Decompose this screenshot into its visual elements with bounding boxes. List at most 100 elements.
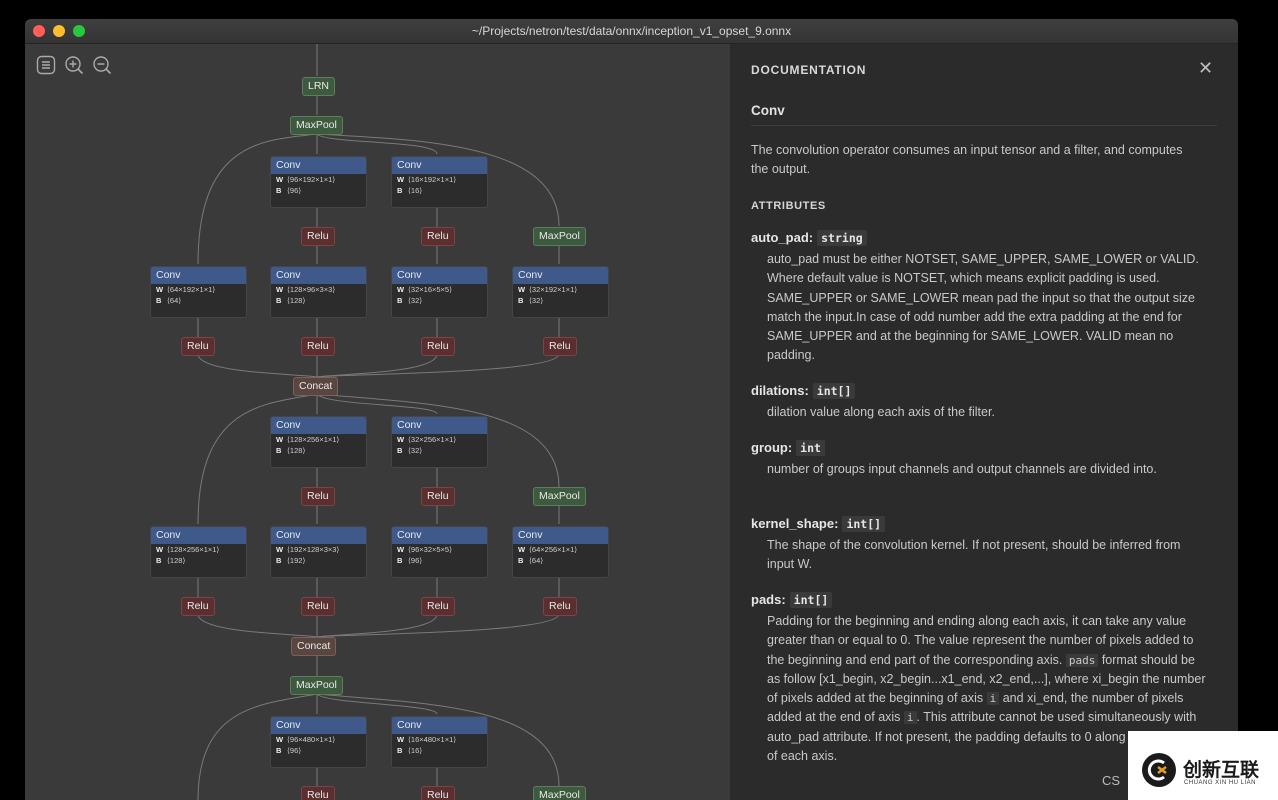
divider xyxy=(751,125,1217,126)
conv-node-title: Conv xyxy=(392,267,487,284)
concat-node[interactable]: Concat xyxy=(291,637,337,656)
attribute-dilations: dilations:int[] dilation value along eac… xyxy=(751,382,1211,422)
attribute-group: group:int number of groups input channel… xyxy=(751,439,1211,479)
conv-weight: W⟨16×480×1×1⟩ xyxy=(397,735,457,744)
attribute-type: string xyxy=(817,230,867,246)
conv-node-title: Conv xyxy=(271,267,366,284)
minimize-window-button[interactable] xyxy=(53,25,65,37)
brand-logo-icon xyxy=(1142,753,1176,787)
close-window-button[interactable] xyxy=(33,25,45,37)
maxpool-node[interactable]: MaxPool xyxy=(290,116,343,135)
watermark-prefix: CS xyxy=(1102,773,1121,788)
conv-bias: B⟨32⟩ xyxy=(397,446,423,455)
attribute-description: dilation value along each axis of the fi… xyxy=(767,405,995,419)
conv-bias: B⟨32⟩ xyxy=(397,296,423,305)
conv-node-title: Conv xyxy=(151,527,246,544)
conv-weight: W⟨96×192×1×1⟩ xyxy=(276,175,336,184)
conv-weight: W⟨192×128×3×3⟩ xyxy=(276,545,340,554)
relu-node[interactable]: Relu xyxy=(301,597,335,616)
inline-code: i xyxy=(986,692,1000,706)
conv-node-title: Conv xyxy=(392,527,487,544)
conv-bias: B⟨32⟩ xyxy=(518,296,544,305)
conv-node[interactable]: Conv W⟨96×192×1×1⟩ B⟨96⟩ xyxy=(270,156,367,208)
attribute-auto-pad: auto_pad:string auto_pad must be either … xyxy=(751,229,1211,366)
conv-weight: W⟨96×32×5×5⟩ xyxy=(397,545,453,554)
conv-node[interactable]: Conv W⟨128×96×3×3⟩ B⟨128⟩ xyxy=(270,266,367,318)
watermark-subtitle: CHUANG XIN HU LIAN xyxy=(1184,780,1257,786)
conv-weight: W⟨32×16×5×5⟩ xyxy=(397,285,453,294)
maxpool-node[interactable]: MaxPool xyxy=(533,227,586,246)
conv-node[interactable]: Conv W⟨96×480×1×1⟩ B⟨96⟩ xyxy=(270,716,367,768)
graph-canvas[interactable]: LRN MaxPool Relu Relu MaxPool Relu Relu … xyxy=(25,44,730,800)
conv-node[interactable]: Conv W⟨96×32×5×5⟩ B⟨96⟩ xyxy=(391,526,488,578)
conv-node[interactable]: Conv W⟨64×192×1×1⟩ B⟨64⟩ xyxy=(150,266,247,318)
conv-node[interactable]: Conv W⟨32×192×1×1⟩ B⟨32⟩ xyxy=(512,266,609,318)
conv-node[interactable]: Conv W⟨32×16×5×5⟩ B⟨32⟩ xyxy=(391,266,488,318)
close-icon[interactable]: ✕ xyxy=(1198,58,1214,78)
attribute-name: auto_pad: xyxy=(751,230,814,245)
zoom-out-icon[interactable] xyxy=(92,55,112,75)
conv-weight: W⟨128×256×1×1⟩ xyxy=(276,435,340,444)
conv-bias: B⟨128⟩ xyxy=(276,446,306,455)
relu-node[interactable]: Relu xyxy=(181,337,215,356)
attribute-kernel-shape: kernel_shape:int[] The shape of the conv… xyxy=(751,515,1211,575)
conv-weight: W⟨64×192×1×1⟩ xyxy=(156,285,216,294)
attribute-name: group: xyxy=(751,440,793,455)
relu-node[interactable]: Relu xyxy=(301,786,335,800)
watermark: 创新互联 CHUANG XIN HU LIAN xyxy=(1128,731,1278,800)
conv-node[interactable]: Conv W⟨32×256×1×1⟩ B⟨32⟩ xyxy=(391,416,488,468)
conv-node[interactable]: Conv W⟨16×192×1×1⟩ B⟨16⟩ xyxy=(391,156,488,208)
graph-edges xyxy=(197,44,560,800)
conv-node-title: Conv xyxy=(271,157,366,174)
conv-node[interactable]: Conv W⟨16×480×1×1⟩ B⟨16⟩ xyxy=(391,716,488,768)
relu-node[interactable]: Relu xyxy=(421,487,455,506)
lrn-node[interactable]: LRN xyxy=(302,77,336,96)
attribute-type: int[] xyxy=(789,592,833,608)
maxpool-node[interactable]: MaxPool xyxy=(533,487,586,506)
window-title: ~/Projects/netron/test/data/onnx/incepti… xyxy=(471,24,792,38)
conv-bias: B⟨96⟩ xyxy=(397,556,423,565)
conv-node[interactable]: Conv W⟨128×256×1×1⟩ B⟨128⟩ xyxy=(150,526,247,578)
relu-node[interactable]: Relu xyxy=(181,597,215,616)
attribute-description: The shape of the convolution kernel. If … xyxy=(767,538,1181,572)
attribute-type: int[] xyxy=(842,516,886,532)
relu-node[interactable]: Relu xyxy=(543,337,577,356)
attribute-name: dilations: xyxy=(751,383,809,398)
conv-bias: B⟨64⟩ xyxy=(156,296,182,305)
relu-node[interactable]: Relu xyxy=(421,786,455,800)
operator-description: The convolution operator consumes an inp… xyxy=(751,143,1183,176)
watermark-brand: 创新互联 xyxy=(1183,760,1260,781)
conv-node[interactable]: Conv W⟨128×256×1×1⟩ B⟨128⟩ xyxy=(270,416,367,468)
conv-bias: B⟨128⟩ xyxy=(156,556,186,565)
conv-bias: B⟨128⟩ xyxy=(276,296,306,305)
relu-node[interactable]: Relu xyxy=(301,337,335,356)
concat-node[interactable]: Concat xyxy=(293,377,339,396)
conv-bias: B⟨96⟩ xyxy=(276,186,302,195)
conv-weight: W⟨96×480×1×1⟩ xyxy=(276,735,336,744)
conv-node-title: Conv xyxy=(271,417,366,434)
conv-node[interactable]: Conv W⟨192×128×3×3⟩ B⟨192⟩ xyxy=(270,526,367,578)
conv-weight: W⟨128×256×1×1⟩ xyxy=(156,545,220,554)
conv-node[interactable]: Conv W⟨64×256×1×1⟩ B⟨64⟩ xyxy=(512,526,609,578)
conv-bias: B⟨192⟩ xyxy=(276,556,306,565)
relu-node[interactable]: Relu xyxy=(421,337,455,356)
conv-node-title: Conv xyxy=(513,267,608,284)
conv-node-title: Conv xyxy=(392,417,487,434)
maxpool-node[interactable]: MaxPool xyxy=(533,786,586,800)
relu-node[interactable]: Relu xyxy=(301,487,335,506)
menu-icon[interactable] xyxy=(36,55,56,75)
zoom-in-icon[interactable] xyxy=(64,55,84,75)
maximize-window-button[interactable] xyxy=(73,25,85,37)
conv-node-title: Conv xyxy=(271,527,366,544)
maxpool-node[interactable]: MaxPool xyxy=(290,676,343,695)
conv-weight: W⟨64×256×1×1⟩ xyxy=(518,545,578,554)
app-window: ~/Projects/netron/test/data/onnx/incepti… xyxy=(25,19,1238,800)
relu-node[interactable]: Relu xyxy=(421,597,455,616)
title-bar: ~/Projects/netron/test/data/onnx/incepti… xyxy=(25,19,1238,44)
conv-node-title: Conv xyxy=(392,157,487,174)
attribute-name: pads: xyxy=(751,592,786,607)
relu-node[interactable]: Relu xyxy=(543,597,577,616)
relu-node[interactable]: Relu xyxy=(301,227,335,246)
documentation-panel: DOCUMENTATION ✕ Conv The convolution ope… xyxy=(730,44,1238,800)
relu-node[interactable]: Relu xyxy=(421,227,455,246)
